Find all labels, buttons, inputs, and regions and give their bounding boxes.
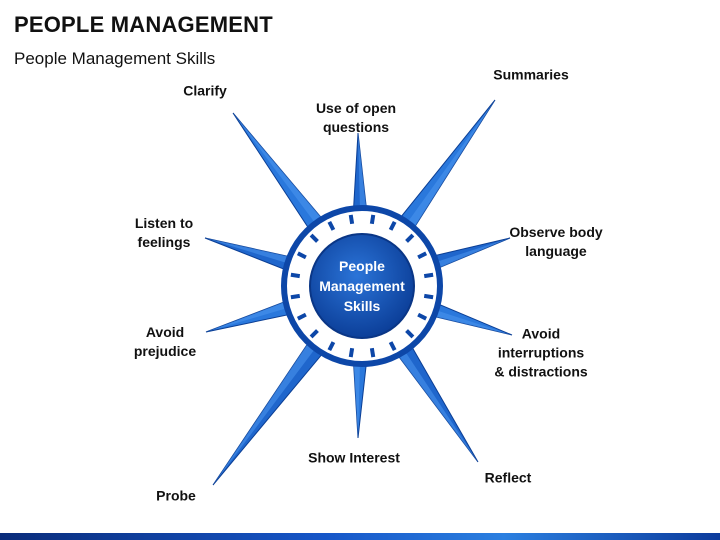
skill-label-probe: Probe [156,487,196,506]
ring-tick [388,341,397,352]
skill-label-line: Show Interest [308,449,400,466]
ring-tick [296,312,307,321]
skill-label-reflect: Reflect [485,469,532,488]
center-label-line: Skills [344,298,381,314]
ring-tick [423,293,434,300]
ring-tick [296,251,307,260]
skill-label-line: interruptions [497,344,585,361]
skill-label-line: Probe [156,487,196,504]
ring-tick [417,251,428,260]
ring-tick [405,233,415,243]
ring-tick [348,347,355,358]
skill-label-line: & distractions [494,363,588,380]
ring-tick [388,220,397,231]
skill-label-line: Listen to [134,215,194,231]
ring-tick [290,272,301,279]
center-label-line: Management [319,278,405,294]
skill-label-line: Clarify [183,82,227,99]
skill-label-line: questions [322,119,390,135]
footer-accent-bar [0,533,720,540]
ring-tick [327,220,336,231]
skill-label-show-interest: Show Interest [308,449,400,468]
page-title: PEOPLE MANAGEMENT [14,12,273,37]
skill-label-line: Observe body [509,224,603,240]
center-hub [309,233,415,339]
skill-label-line: Reflect [484,469,532,486]
skill-label-line: Summaries [493,66,569,83]
skill-label-line: Avoid [145,324,185,340]
ring-tick [348,214,355,225]
skill-label-avoid-interruptions-distractions: Avoid interruptions & distractions [494,325,587,382]
ring-tick [290,293,301,300]
ring-tick [327,341,336,352]
skill-label-summaries: Summaries [493,66,568,85]
ring-tick [369,214,376,225]
skill-label-line: Use of open [315,100,397,116]
skill-label-listen-to-feelings: Listen to feelings [135,214,193,252]
ring-tick [369,347,376,358]
skill-label-use-of-open-questions: Use of open questions [316,99,396,137]
skill-label-avoid-prejudice: Avoid prejudice [134,323,196,361]
ring-tick [423,272,434,279]
skill-label-line: language [525,243,587,259]
ring-tick [405,329,415,339]
ring-tick [417,312,428,321]
skill-label-line: prejudice [133,343,197,359]
skill-label-clarify: Clarify [183,82,227,101]
skill-label-observe-body-language: Observe body language [509,223,602,261]
skill-label-line: Avoid [521,325,561,342]
page-subtitle: People Management Skills [14,49,216,68]
center-label-line: People [339,258,385,274]
ring-tick [309,329,319,339]
skill-label-line: feelings [137,234,191,250]
ring-tick [309,233,319,243]
